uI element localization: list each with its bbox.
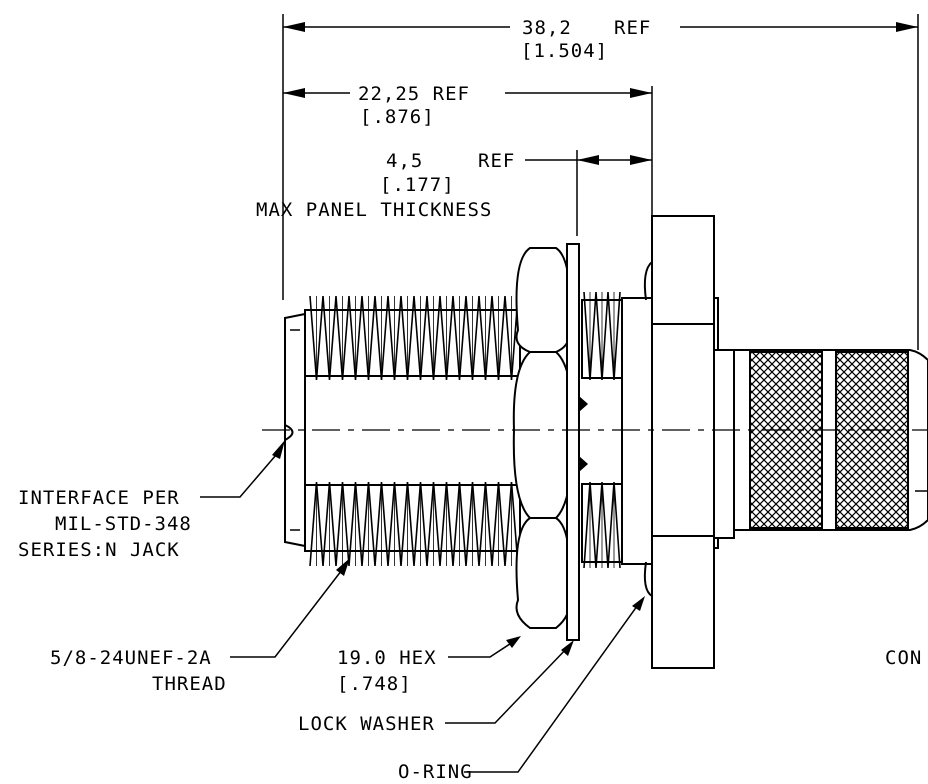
callout-thread: 5/8-24UNEF-2A THREAD bbox=[50, 558, 350, 695]
flange-dim-metric: 22,25 REF bbox=[358, 83, 470, 105]
callout-interface: INTERFACE PER MIL-STD-348 SERIES:N JACK bbox=[18, 440, 285, 561]
dimension-to-flange: 22,25 REF [.876] bbox=[283, 83, 653, 215]
lock-washer-label: LOCK WASHER bbox=[298, 713, 435, 735]
lock-washer bbox=[566, 243, 580, 641]
right-cut-label: CON bbox=[885, 647, 922, 669]
callout-lock-washer: LOCK WASHER bbox=[298, 640, 574, 735]
knurl-band-2 bbox=[835, 351, 909, 529]
overall-dim-imperial: [1.504] bbox=[521, 40, 608, 62]
o-ring bbox=[643, 261, 653, 301]
connector-body bbox=[284, 215, 928, 669]
hex-line-1: 19.0 HEX bbox=[337, 647, 437, 669]
flange-dim-imperial: [.876] bbox=[360, 106, 435, 128]
knurl-band-1 bbox=[749, 351, 823, 529]
panel-dim-metric: 4,5 bbox=[386, 150, 423, 172]
callout-oring: O-RING bbox=[398, 596, 645, 783]
oring-label: O-RING bbox=[398, 761, 473, 783]
dimension-overall: 38,2 REF [1.504] bbox=[282, 14, 919, 350]
interface-line-3: SERIES:N JACK bbox=[18, 539, 180, 561]
overall-dim-metric: 38,2 bbox=[522, 17, 572, 39]
thread-line-2: THREAD bbox=[152, 673, 227, 695]
callout-hex: 19.0 HEX [.748] bbox=[337, 636, 521, 695]
flange bbox=[651, 215, 715, 669]
panel-thickness-note: MAX PANEL THICKNESS bbox=[256, 199, 492, 221]
overall-dim-ref: REF bbox=[614, 17, 651, 39]
dimension-panel: 4,5 REF [.177] MAX PANEL THICKNESS bbox=[256, 150, 652, 236]
hex-line-2: [.748] bbox=[337, 673, 412, 695]
panel-dim-imperial: [.177] bbox=[380, 174, 455, 196]
interface-line-2: MIL-STD-348 bbox=[55, 513, 192, 535]
hex-nut bbox=[515, 247, 571, 353]
panel-dim-ref: REF bbox=[478, 150, 515, 172]
thread-line-1: 5/8-24UNEF-2A bbox=[50, 647, 212, 669]
interface-line-1: INTERFACE PER bbox=[18, 487, 180, 509]
